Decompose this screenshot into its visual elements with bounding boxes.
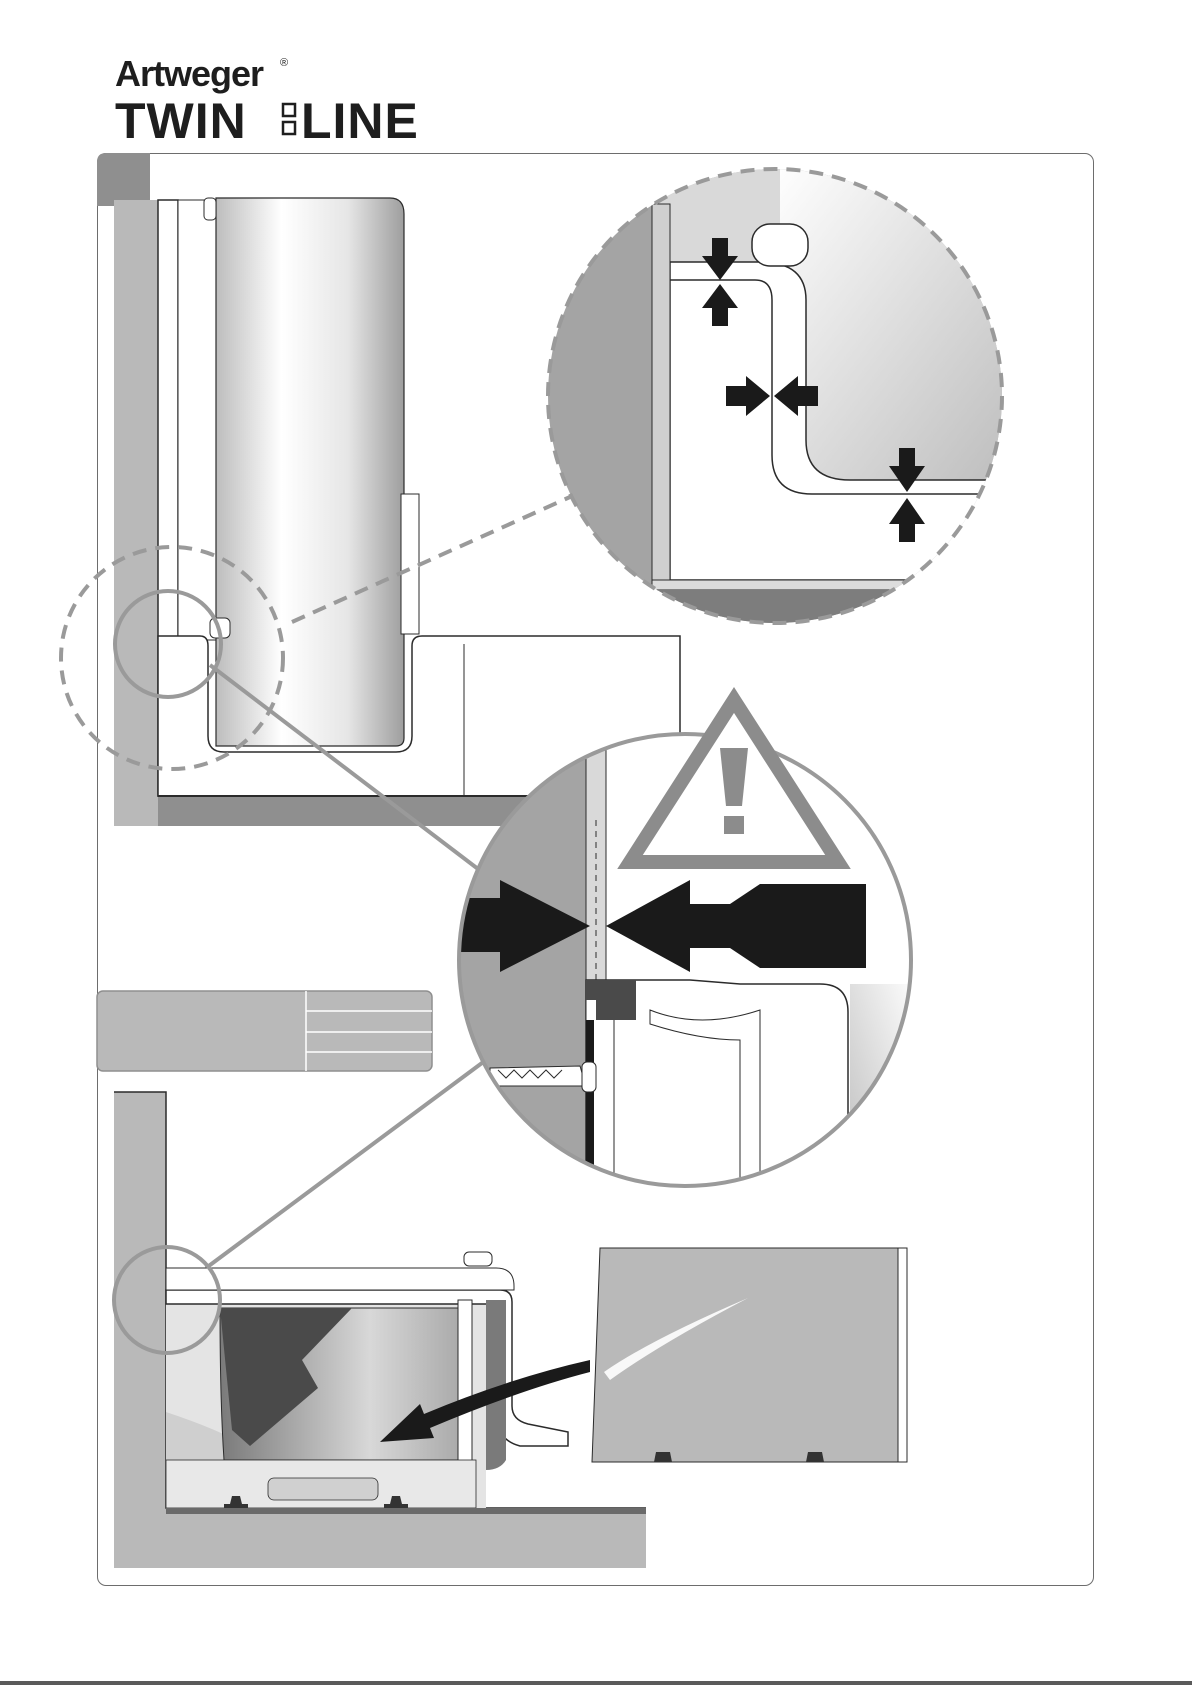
side-view-drawing bbox=[114, 1092, 907, 1568]
page-bottom-rule bbox=[0, 1681, 1192, 1685]
spec-box bbox=[97, 991, 432, 1071]
detail-gap-view bbox=[540, 160, 1020, 640]
corner-tab bbox=[97, 153, 150, 206]
side-wall bbox=[114, 200, 158, 826]
glass-door bbox=[216, 198, 404, 746]
